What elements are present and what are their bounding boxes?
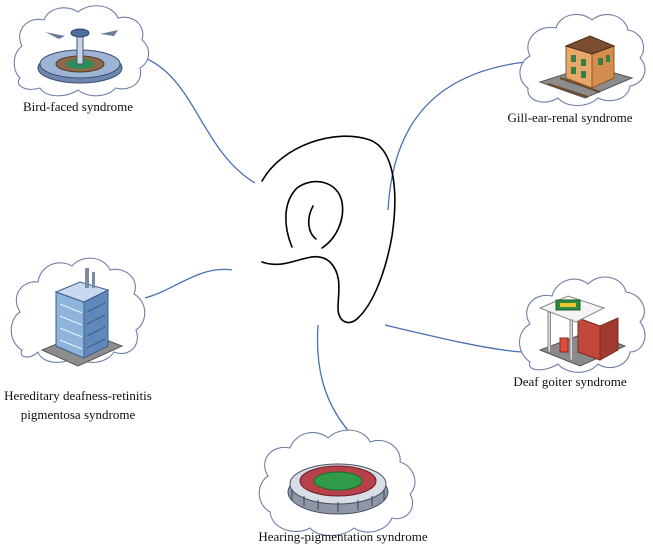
train-station-icon: [538, 35, 634, 99]
stadium-icon: [287, 463, 389, 515]
node-bird: Bird-faced syndrome: [13, 5, 150, 114]
connector-gill: [387, 61, 526, 211]
office-tower-icon: [40, 268, 124, 367]
label-bird: Bird-faced syndrome: [23, 99, 133, 114]
label-retinitis-line2: pigmentosa syndrome: [21, 407, 136, 422]
ear-icon: [261, 135, 396, 324]
connector-bird: [139, 55, 256, 184]
label-goiter: Deaf goiter syndrome: [513, 374, 627, 389]
label-retinitis-line1: Hereditary deafness-retinitis: [4, 388, 152, 403]
node-gill: Gill-ear-renal syndrome: [508, 13, 646, 125]
connectors: [139, 55, 526, 436]
connector-hearing: [316, 324, 353, 436]
node-retinitis: Hereditary deafness-retinitis pigmentosa…: [4, 257, 152, 422]
connector-goiter: [384, 324, 523, 353]
node-goiter: Deaf goiter syndrome: [513, 276, 646, 389]
gas-station-icon: [538, 295, 627, 367]
airport-control-tower-icon: [37, 28, 123, 84]
node-hearing: Hearing-pigmentation syndrome: [258, 429, 428, 544]
connector-retinitis: [144, 268, 233, 299]
label-gill: Gill-ear-renal syndrome: [508, 110, 633, 125]
label-hearing: Hearing-pigmentation syndrome: [258, 529, 428, 544]
